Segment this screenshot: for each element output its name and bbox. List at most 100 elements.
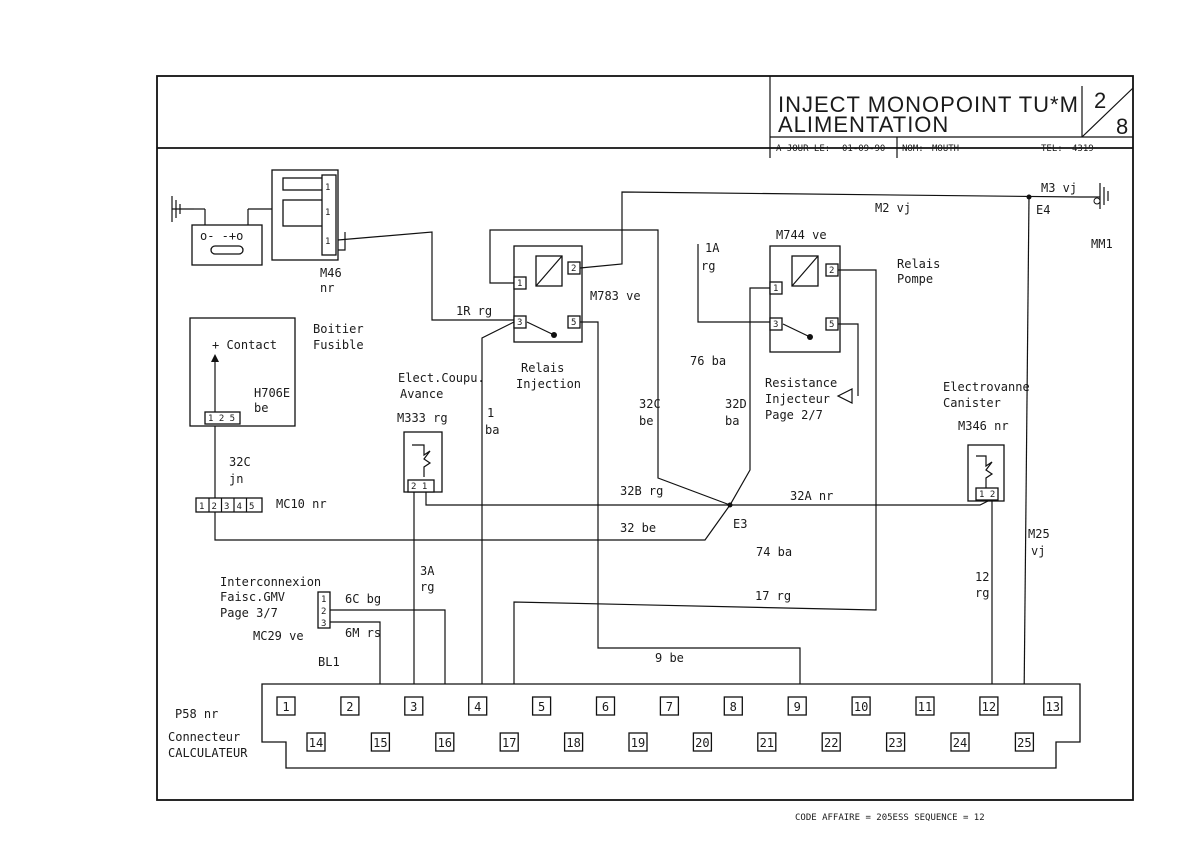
wire-9: 9 be xyxy=(655,651,684,665)
electrovanne-canister: Electrovanne Canister M346 nr 1 2 xyxy=(943,380,1030,502)
relais-pompe-pin-5: 5 xyxy=(829,320,834,330)
connector-pin-box-24 xyxy=(950,732,970,752)
boitier-title-1: Boitier xyxy=(313,322,364,336)
wire-1r: 1R rg xyxy=(456,304,492,318)
wire-32a: 32A nr xyxy=(790,489,833,503)
connector-pin-box-25 xyxy=(1014,732,1035,752)
relais-pompe: 1 2 3 5 M744 ve Relais Pompe xyxy=(769,228,940,353)
wires xyxy=(214,191,1081,733)
connector-pin-box-12 xyxy=(979,696,999,716)
boitier-pins: 1 2 5 xyxy=(208,414,235,424)
tel-label: TEL: xyxy=(1041,144,1063,154)
arrow-icon xyxy=(836,388,853,404)
connector-pin-8: 8 xyxy=(730,700,737,714)
m46-color: nr xyxy=(320,281,334,295)
tel-value: 4319 xyxy=(1072,144,1094,154)
contact-label: + Contact xyxy=(212,338,277,352)
relais-pompe-pin-3: 3 xyxy=(773,320,778,330)
e3-label: E3 xyxy=(733,517,747,531)
resistance-injecteur: Resistance Injecteur Page 2/7 xyxy=(765,376,853,422)
svg-text:1: 1 xyxy=(325,237,330,247)
mc10-pin-2: 2 xyxy=(212,502,217,512)
wire-12: 12 xyxy=(975,570,989,584)
m46-block: 1 1 1 M46 nr xyxy=(271,169,342,295)
canister-title-2: Canister xyxy=(943,396,1001,410)
connector-pin-box-8 xyxy=(723,696,743,716)
wire-76: 76 ba xyxy=(690,354,726,368)
connector-title-1: Connecteur xyxy=(168,730,240,744)
title-line-1: INJECT MONOPOINT TU*M xyxy=(778,92,1079,117)
connector-pin-16: 16 xyxy=(438,736,452,750)
interconnexion: Interconnexion Faisc.GMV Page 3/7 MC29 v… xyxy=(220,575,331,643)
diagram-frame xyxy=(156,75,1134,801)
wire-1a: 1A xyxy=(705,241,720,255)
connector-pin-1: 1 xyxy=(282,700,289,714)
connector-pin-box-17 xyxy=(499,732,519,752)
resistance-title-1: Resistance xyxy=(765,376,837,390)
resistance-title-3: Page 2/7 xyxy=(765,408,823,422)
wire-32c: 32C xyxy=(639,397,661,411)
connector-pin-box-6 xyxy=(595,696,616,716)
connector-pin-box-10 xyxy=(851,696,871,716)
wire-32: 32 be xyxy=(620,521,656,535)
connector-pin-3: 3 xyxy=(410,700,417,714)
relais-pompe-pin-2: 2 xyxy=(829,266,834,276)
connector-pin-box-13 xyxy=(1043,696,1063,716)
wire-6m: 6M rs xyxy=(345,626,381,640)
wire-3a: 3A xyxy=(420,564,435,578)
relais-injection: 1 2 3 5 M783 ve Relais Injection xyxy=(513,245,641,391)
boitier-code: H706E xyxy=(254,386,290,400)
wire-1: 1 xyxy=(487,406,494,420)
wire-12-color: rg xyxy=(975,586,989,600)
boitier-color: be xyxy=(254,401,268,415)
connector-pin-9: 9 xyxy=(794,700,801,714)
connector-pin-box-2 xyxy=(340,696,360,716)
resistance-title-2: Injecteur xyxy=(765,392,830,406)
wire-32c-jn-color: jn xyxy=(229,472,243,486)
sheet-number: 2 xyxy=(1094,88,1107,113)
date-label: A JOUR LE: xyxy=(776,144,830,154)
mc10-pin-3: 3 xyxy=(224,502,229,512)
connector-pin-box-18 xyxy=(563,732,584,752)
connector-pin-20: 20 xyxy=(695,736,709,750)
relais-pompe-title-1: Relais xyxy=(897,257,940,271)
wire-17: 17 rg xyxy=(755,589,791,603)
wire-labels: M3 vj M2 vj 1A rg 1R rg 1 ba 76 ba 32C b… xyxy=(229,181,1077,669)
connector-pin-box-21 xyxy=(757,732,777,752)
boitier-title-2: Fusible xyxy=(313,338,364,352)
connector-pin-2: 2 xyxy=(346,700,353,714)
connector-pin-4: 4 xyxy=(474,700,481,714)
mc10-code: MC10 nr xyxy=(276,497,327,511)
relais-pompe-pin-1: 1 xyxy=(773,284,778,294)
elect-title-1: Elect.Coupu. xyxy=(398,371,485,385)
connector-pin-15: 15 xyxy=(373,736,387,750)
relais-inj-pin-1: 1 xyxy=(517,279,522,289)
wire-32d-color: ba xyxy=(725,414,739,428)
mc10-pin-5: 5 xyxy=(249,502,254,512)
name-label: NOM: xyxy=(902,144,924,154)
interconnexion-title-3: Page 3/7 xyxy=(220,606,278,620)
wire-32c-color: be xyxy=(639,414,653,428)
svg-text:1 2: 1 2 xyxy=(979,490,995,500)
relais-inj-code: M783 ve xyxy=(590,289,641,303)
connector-pin-18: 18 xyxy=(566,736,580,750)
e4-label: E4 xyxy=(1036,203,1050,217)
connector-pin-23: 23 xyxy=(888,736,902,750)
connector-pin-24: 24 xyxy=(953,736,967,750)
m46-code: M46 xyxy=(320,266,342,280)
ground-symbol-right xyxy=(1080,183,1109,209)
wire-1a-color: rg xyxy=(701,259,715,273)
svg-text:1: 1 xyxy=(325,183,330,193)
connector-pin-7: 7 xyxy=(666,700,673,714)
connector-pin-box-16 xyxy=(435,732,455,752)
relais-inj-title-1: Relais xyxy=(521,361,564,375)
name-value: MOUTH xyxy=(932,144,959,154)
connector-pin-box-23 xyxy=(885,732,906,752)
relais-inj-pin-2: 2 xyxy=(571,264,576,274)
connector-pin-box-22 xyxy=(821,732,841,752)
wire-m3: M3 vj xyxy=(1041,181,1077,195)
connector-pin-box-20 xyxy=(692,732,713,752)
wire-3a-color: rg xyxy=(420,580,434,594)
mc29-pin-3: 3 xyxy=(321,619,326,629)
